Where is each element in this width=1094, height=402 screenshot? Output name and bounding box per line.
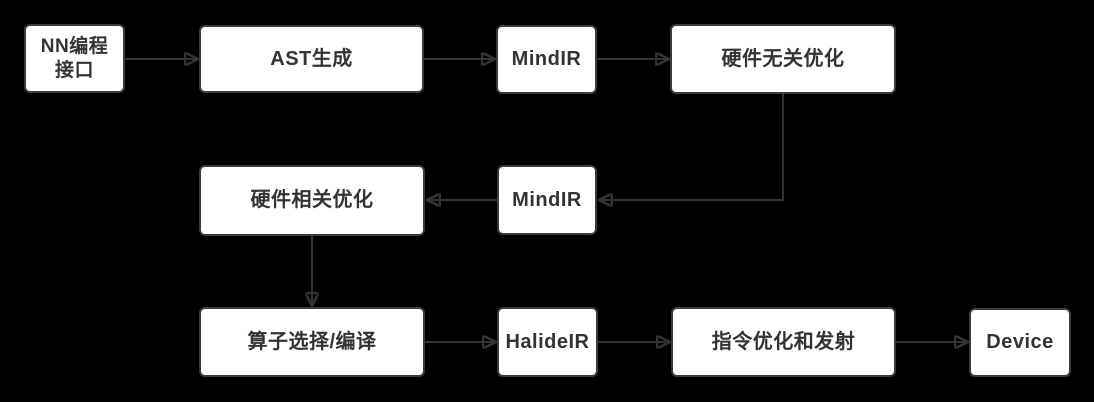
- node-halide-ir: HalideIR: [497, 307, 598, 377]
- node-label: 算子选择/编译: [247, 330, 377, 353]
- node-mindir-top: MindIR: [496, 25, 597, 94]
- node-ast-generation: AST生成: [199, 25, 424, 93]
- node-label: 指令优化和发射: [711, 330, 856, 353]
- node-mindir-middle: MindIR: [497, 165, 597, 235]
- node-label: NN编程 接口: [40, 35, 109, 81]
- node-label: 硬件无关优化: [721, 47, 845, 70]
- node-device: Device: [969, 308, 1071, 377]
- edge-hw-independent-to-mindir-middle: [601, 94, 784, 200]
- node-operator-selection-compilation: 算子选择/编译: [199, 307, 425, 377]
- node-label: MindIR: [512, 188, 582, 211]
- node-label: 硬件相关优化: [250, 189, 374, 211]
- node-label: Device: [986, 331, 1054, 353]
- node-instruction-optimization-emission: 指令优化和发射: [671, 307, 896, 377]
- node-hardware-independent-optimization: 硬件无关优化: [670, 24, 896, 94]
- node-label: HalideIR: [505, 330, 590, 353]
- node-label: AST生成: [270, 47, 353, 70]
- node-nn-programming-interface: NN编程 接口: [24, 24, 125, 93]
- node-hardware-dependent-optimization: 硬件相关优化: [199, 165, 425, 236]
- node-label: MindIR: [511, 48, 582, 70]
